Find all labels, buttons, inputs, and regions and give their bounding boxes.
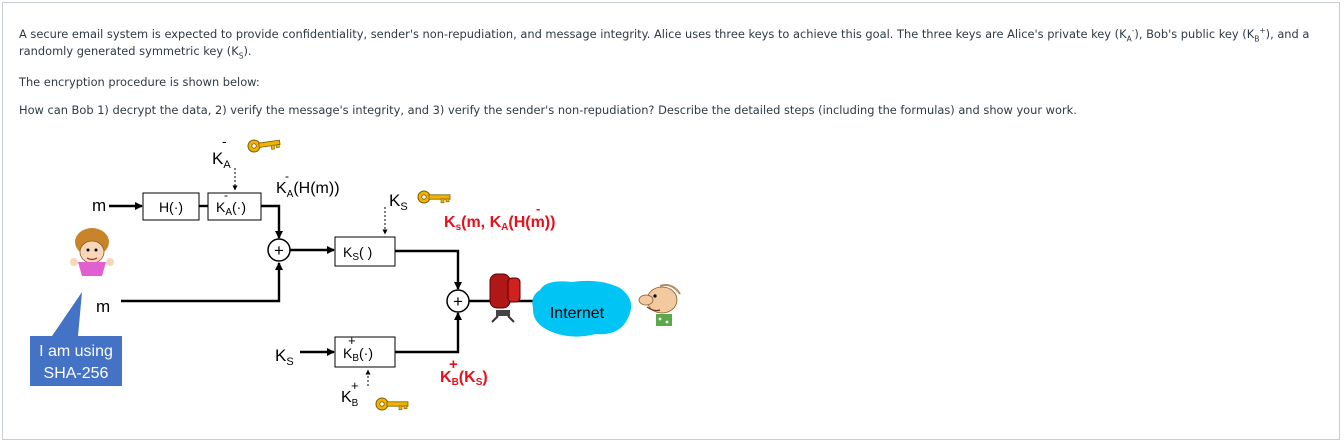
hash-box-label: H(·) bbox=[159, 199, 183, 215]
ka-box-label: KA(·) bbox=[216, 199, 246, 218]
kb-key-icon bbox=[375, 397, 409, 411]
ka-key-minus: - bbox=[222, 133, 227, 149]
callout-line-2: SHA-256 bbox=[44, 365, 109, 382]
line-ks-to-plus2 bbox=[395, 249, 462, 290]
internet-cloud: Internet bbox=[532, 280, 632, 337]
mailbox-icon bbox=[489, 273, 521, 323]
line-ka-to-plus bbox=[261, 204, 283, 239]
ka-key-icon bbox=[246, 135, 282, 154]
ka-encrypt-box bbox=[207, 192, 262, 221]
ks-box-label: KS( ) bbox=[343, 244, 372, 263]
internet-label: Internet bbox=[550, 305, 605, 322]
line-m-to-plus bbox=[121, 262, 283, 303]
message-input-bottom: m bbox=[96, 297, 110, 316]
callout-line-1: I am using bbox=[39, 343, 113, 360]
ka-box-minus: - bbox=[224, 188, 228, 202]
ka-key-label: KA bbox=[212, 149, 231, 171]
kb-ciphertext-plus: + bbox=[449, 356, 458, 373]
bob-figure bbox=[638, 284, 681, 326]
concat-plus-2: + bbox=[453, 292, 463, 311]
signed-hash-label: KA(H(m)) bbox=[276, 180, 340, 200]
alice-figure bbox=[70, 228, 114, 276]
kb-key-plus: + bbox=[351, 378, 359, 393]
ks-input-label: KS bbox=[275, 346, 294, 368]
kb-ciphertext-label: KB(KS) bbox=[440, 369, 488, 388]
kb-box-plus: + bbox=[348, 333, 356, 348]
concat-plus-1: + bbox=[274, 241, 284, 260]
ks-ciphertext-label: Ks(m, KA(H(m)) bbox=[444, 214, 555, 233]
question-ask: How can Bob 1) decrypt the data, 2) veri… bbox=[19, 103, 1077, 117]
message-input-top: m bbox=[92, 196, 106, 215]
ks-key-icon bbox=[417, 190, 451, 204]
kb-box-label: KB(·) bbox=[343, 345, 373, 364]
procedure-text: The encryption procedure is shown below: bbox=[19, 75, 260, 89]
line-kb-to-plus2 bbox=[395, 312, 462, 354]
kb-encrypt-box bbox=[334, 336, 396, 368]
ks-ciphertext-minus: - bbox=[536, 201, 540, 216]
hash-box bbox=[142, 192, 200, 221]
ks-key-label: KS bbox=[389, 191, 408, 213]
kb-key-label: KB bbox=[341, 389, 359, 409]
signed-minus: - bbox=[285, 169, 289, 183]
sha256-callout: I am using SHA-256 bbox=[30, 292, 122, 386]
question-intro: A secure email system is expected to pro… bbox=[19, 26, 1310, 61]
